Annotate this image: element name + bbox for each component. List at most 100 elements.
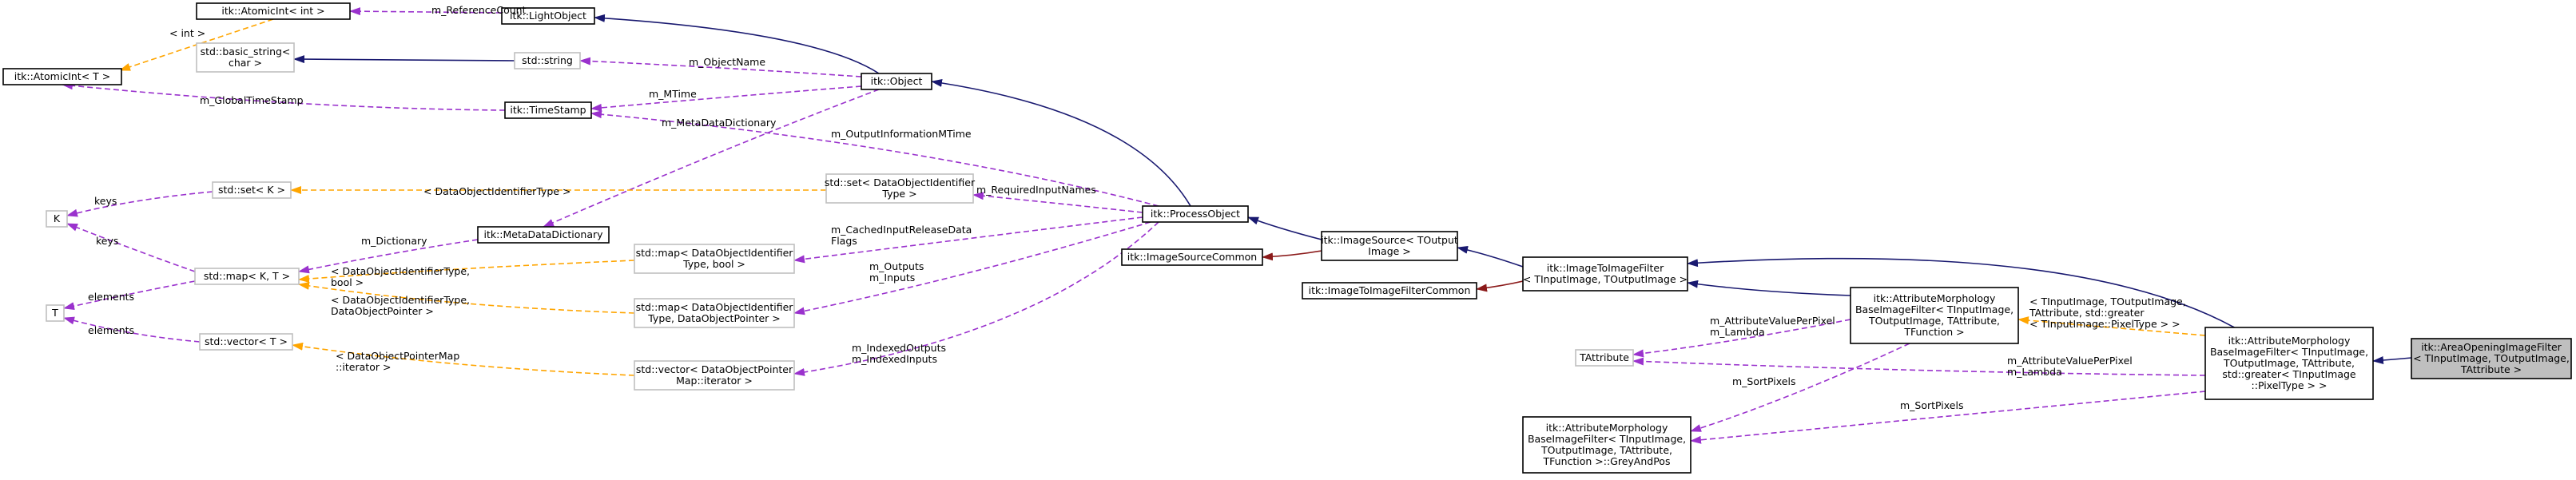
node-box [1850,287,2019,344]
edge-tattribute-amb_tfunction [1632,319,1851,358]
edge-std_map_kt-std_map_dop [298,281,635,314]
node-label: std::string [522,54,573,66]
edge-processobject-imagesource [1247,216,1322,240]
edge-label-doid_bool: < DataObjectIdentifierType,bool > [331,265,470,288]
node-box [1522,256,1688,292]
edge-label-elements_vec: elements [88,324,134,336]
node-processobject[interactable]: itk::ProcessObject [1142,205,1249,223]
node-box [1142,205,1249,223]
node-label: itk::TimeStamp [510,104,586,116]
node-imagesourcecommon[interactable]: itk::ImageSourceCommon [1121,248,1263,266]
node-box [2204,327,2374,400]
edge-atomicint_t-timestamp [62,81,506,111]
edge-label-reference_count: m_ReferenceCount [431,4,527,16]
node-box [634,244,795,274]
edge-greyandpos-amb_greater [1690,391,2206,444]
edge-std_vector_t-std_vector_iter [292,342,635,376]
edge-std_string-object [579,57,862,77]
node-label: itk::ImageSourceCommon [1127,251,1257,263]
edge-label-sort_pixels_1: m_SortPixels [1732,375,1795,387]
node-basic-string[interactable]: std::basic_string<char > [196,42,295,73]
node-label: itk::ImageToImageFilter< TInputImage, TO… [1523,262,1688,285]
node-tattribute[interactable]: TAttribute [1575,349,1634,367]
node-t[interactable]: T [46,304,65,322]
node-box [212,181,292,199]
edge-timestamp-processobject [590,110,1159,207]
edge-label-mtime: m_MTime [649,88,697,100]
node-atomicint-int[interactable]: itk::AtomicInt< int > [196,2,351,20]
node-imagetoimagefilter[interactable]: itk::ImageToImageFilter< TInputImage, TO… [1522,256,1688,292]
node-box [1302,282,1477,300]
edge-basic_string-std_string [293,55,515,64]
edge-std_map_kt-metadatadictionary [298,239,479,274]
node-metadatadictionary[interactable]: itk::MetaDataDictionary [477,226,610,244]
node-std-map-kt[interactable]: std::map< K, T > [194,268,300,285]
edge-std_map_dop-processobject [793,221,1151,315]
node-box [194,268,300,285]
node-box [501,7,595,25]
edge-label-required_input_names: m_RequiredInputNames [976,184,1096,196]
node-box [199,333,293,351]
node-label: T [51,307,58,319]
node-std-vector-t[interactable]: std::vector< T > [199,333,293,351]
node-atomicint-t[interactable]: itk::AtomicInt< T > [2,68,122,85]
edge-t-std_map_kt [63,280,196,311]
node-label: itk::LightObject [510,10,586,22]
edges-layer [62,7,2412,444]
node-box [861,73,932,90]
node-box [46,210,68,228]
node-imagetoimagefiltercommon[interactable]: itk::ImageToImageFilterCommon [1302,282,1477,300]
edge-label-doid_dop: < DataObjectIdentifierType,DataObjectPoi… [331,294,470,317]
node-box [634,298,795,328]
node-label: itk::AtomicInt< int > [221,5,324,17]
node-label: itk::AreaOpeningImageFilter< TInputImage… [2413,341,2570,375]
node-k[interactable]: K [46,210,68,228]
node-box [514,52,581,69]
edge-label-dictionary: m_Dictionary [361,235,427,247]
node-std-string[interactable]: std::string [514,52,581,69]
node-label: itk::AtomicInt< T > [14,70,110,82]
edge-imagetoimagefilter-amb_tfunction [1687,280,1851,296]
edge-timestamp-object [590,85,862,112]
node-box [634,360,795,391]
node-timestamp[interactable]: itk::TimeStamp [504,101,592,119]
node-object[interactable]: itk::Object [861,73,932,90]
edge-imagetoimagefiltercommon-imagetoimagefilter [1476,280,1524,292]
edge-lightobject-object [594,14,880,74]
node-box [1522,416,1691,474]
edge-label-sort_pixels_2: m_SortPixels [1900,399,1963,411]
edge-imagesourcecommon-imagesource [1262,250,1322,261]
edge-label-global_timestamp: m_GlobalTimeStamp [200,94,304,106]
node-lightobject[interactable]: itk::LightObject [501,7,595,25]
edge-tattribute-amb_greater [1632,357,2206,376]
edge-label-output_info_mtime: m_OutputInformationMTime [831,128,972,140]
edge-metadatadictionary-object [543,89,880,228]
edge-label-object_name: m_ObjectName [689,56,765,68]
node-label: itk::ImageToImageFilterCommon [1309,284,1471,296]
edge-t-std_vector_t [63,316,201,343]
node-box [1575,349,1634,367]
edge-label-elements_map: elements [88,291,134,303]
node-label: std::set< K > [218,184,285,196]
node-box [1321,231,1458,261]
node-std-set-k[interactable]: std::set< K > [212,181,292,199]
node-label: itk::MetaDataDictionary [483,228,603,240]
edge-label-metadatadictionary: m_MetaDataDictionary [662,117,777,129]
edge-label-keys_set: keys [94,195,117,207]
node-box [2,68,122,85]
